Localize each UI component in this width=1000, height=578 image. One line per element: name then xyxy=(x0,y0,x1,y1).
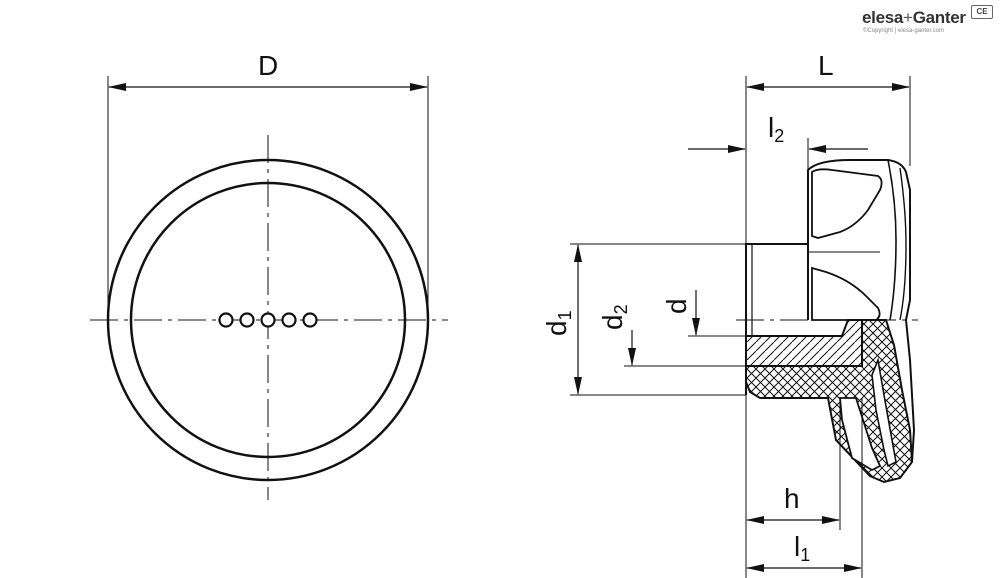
label-l1-sub: 1 xyxy=(800,545,810,565)
brand-copyright: ©Copyright | elesa-ganter.com xyxy=(863,28,945,34)
ce-badge: CE xyxy=(971,5,993,19)
side-dimensions xyxy=(570,76,911,578)
upper-rib xyxy=(811,168,883,239)
indicator-hole xyxy=(239,312,255,328)
label-d2: d2 xyxy=(597,304,631,330)
label-l1-main: l xyxy=(794,531,800,562)
label-D: D xyxy=(258,50,278,81)
hub-section-hatched xyxy=(745,319,863,367)
side-section-view xyxy=(736,159,918,484)
body-cavity xyxy=(839,397,882,472)
body-cavity-inner xyxy=(871,357,897,468)
lower-rib xyxy=(811,266,881,321)
indicator-hole xyxy=(281,312,297,328)
label-d1-sub: 1 xyxy=(555,310,575,320)
label-l2-sub: 2 xyxy=(774,126,784,146)
knob-rim-curve-2 xyxy=(899,167,907,321)
label-d: d xyxy=(661,298,692,314)
label-l2: l2 xyxy=(768,112,784,146)
hub-upper-outline xyxy=(745,243,808,320)
label-L: L xyxy=(818,50,834,81)
indicator-hole xyxy=(260,312,276,328)
label-d1: d1 xyxy=(541,310,575,336)
label-d2-main: d xyxy=(597,314,628,330)
indicator-hole xyxy=(302,312,318,328)
brand-name-right: Ganter xyxy=(912,8,966,27)
label-d1-main: d xyxy=(541,320,572,336)
label-h: h xyxy=(784,483,800,514)
label-d2-sub: 2 xyxy=(611,304,631,314)
label-l1: l1 xyxy=(794,531,810,565)
indicator-holes xyxy=(218,312,318,328)
brand-plus: + xyxy=(903,8,913,27)
knob-upper-body xyxy=(807,159,911,321)
front-view xyxy=(90,76,448,500)
label-l2-main: l xyxy=(768,112,774,143)
knob-rim-curve xyxy=(887,159,897,321)
knob-lower-outline xyxy=(905,319,916,463)
indicator-hole xyxy=(218,312,234,328)
brand-logo: elesa+Ganter xyxy=(862,8,966,28)
brand-name-left: elesa xyxy=(862,8,904,27)
